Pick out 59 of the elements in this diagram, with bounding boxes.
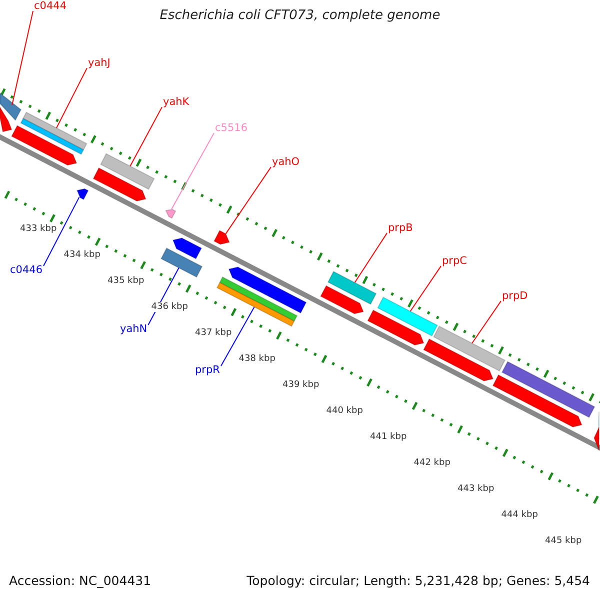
gene-feature <box>367 309 424 346</box>
leader-line <box>354 232 388 283</box>
gene-label: yahN <box>120 323 148 336</box>
gene-feature <box>165 208 176 219</box>
gene-label: c0444 <box>34 0 66 12</box>
leader-line <box>410 266 442 312</box>
scale-label: 434 kbp <box>64 250 100 260</box>
scale-label: 445 kbp <box>545 536 582 546</box>
gene-feature <box>377 296 438 337</box>
gene-feature <box>320 285 364 314</box>
leader-line <box>472 300 502 344</box>
gene-feature <box>10 124 78 166</box>
gene-label: yahJ <box>88 57 110 70</box>
scale-label: 437 kbp <box>195 328 232 338</box>
scale-label: 435 kbp <box>108 276 144 286</box>
leader-line <box>130 106 162 167</box>
gene-feature <box>76 188 89 200</box>
title: Escherichia coli CFT073, complete genome <box>158 9 442 24</box>
scale-label: 439 kbp <box>282 380 320 390</box>
gene-label: c5516 <box>215 122 248 134</box>
gene-label: prpD <box>502 290 528 302</box>
leader-line <box>12 10 34 106</box>
scale-label: 441 kbp <box>370 432 407 442</box>
gene-feature <box>20 118 84 155</box>
leader-line <box>225 166 272 234</box>
gene-feature <box>492 374 582 428</box>
scale-label: 433 kbp <box>20 224 57 234</box>
footer-text: Accession: NC_004431 <box>9 574 152 588</box>
gene-feature <box>219 276 298 322</box>
gene-label: prpB <box>388 222 413 234</box>
scale-label: 444 kbp <box>501 510 538 520</box>
footer-text: Topology: circular; Length: 5,231,428 bp; Genes: 5,454 <box>246 574 590 588</box>
gene-feature <box>501 360 596 418</box>
gene-feature <box>433 326 506 372</box>
gene-feature <box>422 338 494 382</box>
gene-label: prpR <box>195 364 220 376</box>
gene-feature <box>100 153 155 190</box>
scale-label: 443 kbp <box>458 484 494 494</box>
gene-label: c0446 <box>10 264 42 276</box>
gene-feature <box>92 167 146 202</box>
gene-feature <box>0 105 12 132</box>
scale-label: 438 kbp <box>238 354 276 364</box>
gene-feature <box>172 237 202 260</box>
leader-line <box>56 68 88 128</box>
gene-feature <box>213 230 230 245</box>
gene-feature <box>228 266 307 314</box>
gene-feature <box>160 247 203 278</box>
gene-feature <box>594 426 600 451</box>
gene-feature <box>327 270 377 305</box>
gene-label: yahK <box>163 96 190 108</box>
gene-feature <box>0 92 22 122</box>
scale-label: 440 kbp <box>326 406 363 416</box>
leader-line <box>171 132 214 210</box>
gene-label: yahO <box>272 156 300 168</box>
scale-label: 436 kbp <box>151 302 188 312</box>
leader-line <box>220 306 255 366</box>
scale-label: 442 kbp <box>414 458 450 468</box>
gene-label: prpC <box>442 255 467 268</box>
leader-line <box>43 196 80 266</box>
